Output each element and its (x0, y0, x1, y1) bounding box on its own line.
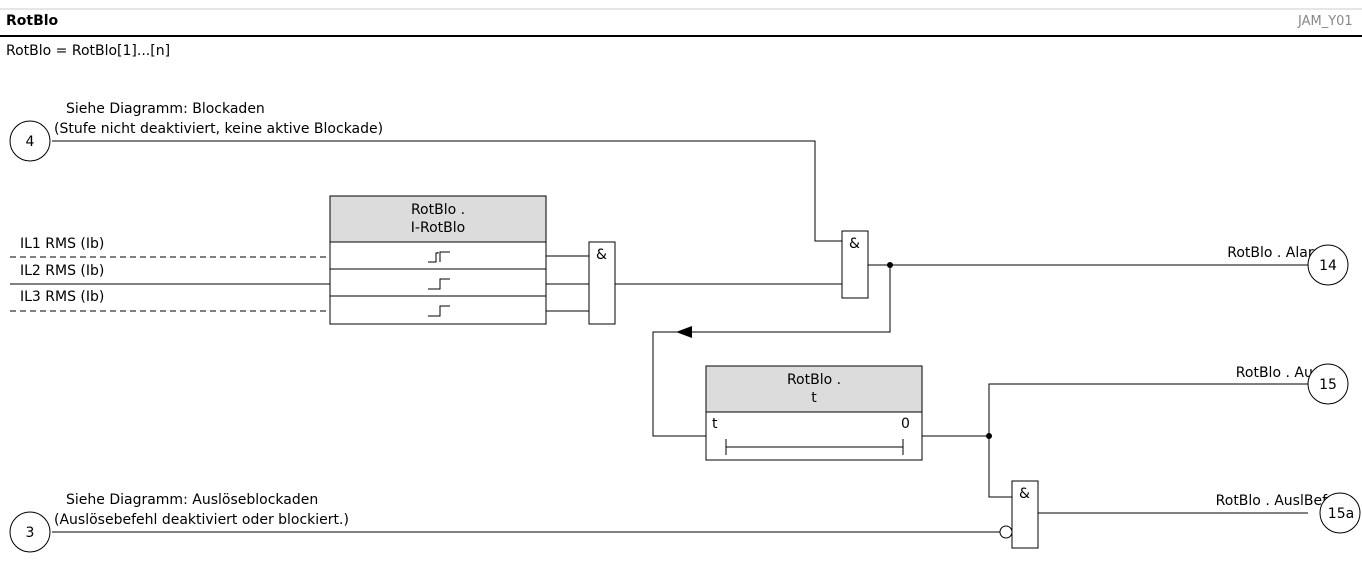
and-gate-1 (588, 241, 616, 325)
threshold-symbol-3 (428, 305, 450, 317)
connector-15-number: 15 (1319, 377, 1337, 393)
threshold-row-2 (329, 268, 547, 297)
connector-3 (9, 511, 51, 553)
wire-ausl (988, 383, 1308, 436)
wire-timer-and3 (988, 436, 1012, 498)
connector-4-line1: Siehe Diagramm: Blockaden (66, 101, 265, 117)
output-alarm-label: RotBlo . Alarm (1227, 245, 1327, 261)
diagram-subtitle: RotBlo = RotBlo[1]...[n] (6, 43, 170, 59)
threshold-row-3 (329, 295, 547, 325)
connector-15a-number: 15a (1328, 506, 1354, 522)
and-gate-1-symbol: & (596, 247, 607, 263)
timer-t-label: t (712, 416, 718, 432)
connector-14-number: 14 (1319, 258, 1337, 274)
arrow-feedback (676, 326, 692, 338)
threshold-symbol-2 (428, 278, 450, 290)
timer-block-line1: RotBlo . (787, 372, 841, 388)
diagram-code: JAM_Y01 (1297, 14, 1353, 29)
threshold-symbol-1 (428, 251, 450, 263)
connector-3-line1: Siehe Diagramm: Auslöseblockaden (66, 492, 318, 508)
wire-feedback (652, 265, 891, 437)
connector-14 (1307, 244, 1349, 286)
and-gate-3 (1011, 480, 1039, 549)
threshold-block-line2: I-RotBlo (411, 220, 465, 236)
timer-block-header (705, 365, 923, 413)
output-ausl-label: RotBlo . Ausl (1236, 365, 1324, 381)
connector-15a (1319, 492, 1361, 534)
diagram-title: RotBlo (6, 13, 59, 29)
input-il2: IL2 RMS (Ib) (20, 263, 104, 279)
connector-4-line2: (Stufe nicht deaktiviert, keine aktive B… (54, 121, 383, 137)
timer-block-line2: t (811, 390, 817, 406)
and-gate-2-symbol: & (849, 236, 860, 252)
connector-15 (1307, 363, 1349, 405)
input-il3: IL3 RMS (Ib) (20, 289, 104, 305)
wire-blockade (52, 140, 842, 242)
timer-zero-label: 0 (901, 416, 910, 432)
input-il1: IL1 RMS (Ib) (20, 236, 104, 252)
threshold-block-line1: RotBlo . (411, 202, 465, 218)
connector-4-number: 4 (26, 134, 35, 150)
output-auslbef-label: RotBlo . AuslBef (1216, 493, 1328, 509)
threshold-row-1 (329, 241, 547, 270)
connector-4 (9, 120, 51, 162)
timer-block-body (705, 411, 923, 461)
connector-3-line2: (Auslösebefehl deaktiviert oder blockier… (54, 512, 349, 528)
connector-3-number: 3 (26, 525, 35, 541)
and-gate-3-symbol: & (1019, 486, 1030, 502)
inverter-bubble (999, 525, 1013, 539)
